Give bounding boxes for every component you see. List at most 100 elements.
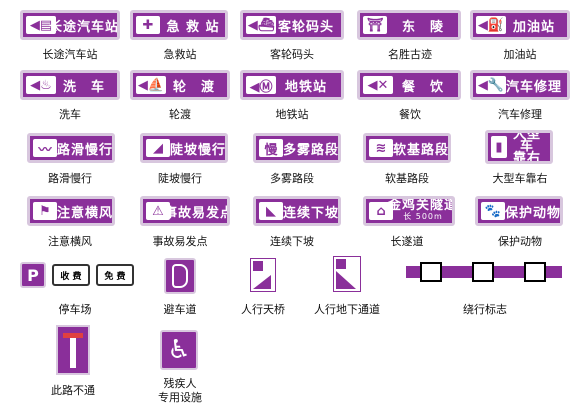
caption: 避车道 [163, 303, 197, 316]
crosswind-icon: ⚑ [33, 202, 57, 220]
sign-sublabel: 长 500m [403, 212, 443, 221]
detour-block-1 [420, 262, 442, 282]
footbridge-icon [253, 261, 263, 271]
sign-soft-ground: ≋ 软基路段 [363, 133, 451, 163]
slippery-road-icon: 〰 [33, 139, 57, 158]
caption: 人行地下通道 [314, 303, 380, 316]
sign-scenic: ⛩ 东 陵 [357, 10, 461, 40]
free-sign: 免 费 [96, 264, 134, 286]
sign-accessible: ♿ [160, 330, 198, 370]
caption: 此路不通 [51, 384, 95, 397]
truck-icon: ▮ [491, 136, 507, 158]
caption: 注意横风 [48, 235, 92, 248]
sign-label: 路滑慢行 [57, 142, 114, 158]
caption: 停车场 [58, 303, 92, 316]
caption: 残疾人 [163, 377, 197, 390]
caption: 软基路段 [385, 172, 429, 185]
sign-label: 大型车 靠右 [512, 130, 541, 164]
ferry-icon: ◀⛵ [136, 76, 166, 94]
caption: 人行天桥 [241, 303, 285, 316]
caption: 事故易发点 [152, 235, 208, 248]
soft-ground-icon: ≋ [369, 139, 393, 157]
caption: 名胜古迹 [388, 48, 432, 61]
fuel-icon: ◀⛽ [476, 16, 506, 34]
underpass-stairs [336, 271, 356, 289]
caption: 加油站 [503, 48, 537, 61]
sign-repair: ◀🔧 汽车修理 [470, 70, 570, 100]
detour-graphic [402, 260, 566, 284]
toll-sign: 收 费 [52, 264, 90, 286]
caption: 专用设施 [158, 391, 202, 404]
sign-underpass [333, 256, 361, 292]
sign-fog: 慢 多雾路段 [253, 133, 341, 163]
caption: 地铁站 [275, 108, 309, 121]
sign-footbridge [250, 258, 276, 292]
caption: 陡坡慢行 [158, 172, 202, 185]
caption: 汽车修理 [498, 108, 542, 121]
sign-text: 金鸡关隧道 长 500m [388, 199, 452, 223]
animal-icon: 🐾 [481, 202, 505, 220]
caption: 长遂道 [390, 235, 424, 248]
sign-label: 地铁站 [284, 79, 327, 95]
accident-icon: ⚠ [146, 202, 170, 220]
sign-fuel: ◀⛽ 加油站 [470, 10, 570, 40]
fork-knife-icon: ◀✕ [363, 76, 393, 94]
caption: 保护动物 [498, 235, 542, 248]
sign-label: 保护动物 [505, 205, 562, 221]
sign-label: 餐 饮 [401, 79, 444, 95]
sign-label: 金鸡关隧道 [388, 198, 455, 213]
sign-label: 多雾路段 [283, 142, 340, 158]
underpass-icon [336, 259, 346, 269]
sign-label: 事故易发点 [164, 205, 230, 221]
caption: 客轮码头 [270, 48, 314, 61]
caption: 绕行标志 [463, 303, 507, 316]
sign-dead-end [56, 325, 90, 375]
sign-first-aid: ✚ 急 救 站 [130, 10, 228, 40]
steep-slope-icon: ◢ [146, 139, 170, 157]
sign-label: 汽车修理 [505, 79, 562, 95]
caption: 急救站 [163, 48, 197, 61]
caption: 路滑慢行 [48, 172, 92, 185]
sign-label: 陡坡慢行 [170, 142, 227, 158]
sign-animal: 🐾 保护动物 [475, 196, 563, 226]
sign-subway: ◀Ⓜ 地铁站 [240, 70, 344, 100]
ship-icon: ◀⛴ [246, 16, 276, 34]
sign-label: 软基路段 [393, 142, 450, 158]
escape-lane-icon [172, 264, 188, 288]
sign-parking-p: P [20, 262, 46, 288]
caption: 餐饮 [399, 108, 421, 121]
dead-end-road [70, 338, 76, 368]
temple-icon: ⛩ [363, 16, 387, 34]
sign-label: 连续下坡 [283, 205, 340, 221]
sign-truck: ▮ 大型车 靠右 [485, 130, 553, 164]
sign-escape-lane [164, 258, 196, 294]
bus-station-icon: ◀▤ [26, 16, 56, 34]
caption: 连续下坡 [270, 235, 314, 248]
sign-accident: ⚠ 事故易发点 [140, 196, 230, 226]
sign-label: 加油站 [512, 19, 555, 35]
caption: 洗车 [59, 108, 81, 121]
fog-icon: 慢 [259, 139, 283, 158]
dead-end-bar [63, 333, 83, 338]
caption: 多雾路段 [270, 172, 314, 185]
tunnel-icon: ⌂ [369, 202, 393, 220]
detour-block-3 [524, 262, 546, 282]
caption: 大型车靠右 [492, 172, 548, 185]
subway-icon: ◀Ⓜ [246, 76, 276, 95]
sign-downhill: ◣ 连续下坡 [253, 196, 341, 226]
caption: 长途汽车站 [42, 48, 98, 61]
car-wash-icon: ◀♨ [26, 76, 56, 94]
sign-ferry: ◀⛵ 轮 渡 [130, 70, 230, 100]
footbridge-stairs [253, 275, 271, 289]
wheelchair-icon: ♿ [167, 335, 191, 365]
sign-label: 洗 车 [62, 79, 105, 95]
caption: 轮渡 [169, 108, 191, 121]
sign-steep: ◢ 陡坡慢行 [140, 133, 228, 163]
first-aid-icon: ✚ [136, 16, 160, 34]
downhill-icon: ◣ [259, 202, 283, 220]
sign-bus-station: ◀▤ 长途汽车站 [20, 10, 120, 40]
sign-crosswind: ⚑ 注意横风 [27, 196, 115, 226]
sign-label: 东 陵 [401, 19, 444, 35]
sign-label: 轮 渡 [172, 79, 215, 95]
sign-ship: ◀⛴ 客轮码头 [240, 10, 344, 40]
